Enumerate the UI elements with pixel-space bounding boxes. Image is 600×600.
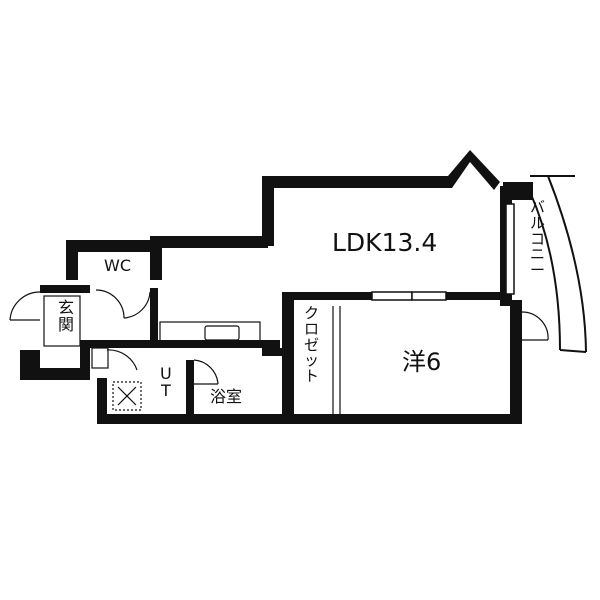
windows	[371, 203, 515, 301]
room-label-ldk: LDK13.4	[332, 228, 438, 257]
room-label-entrance-char: 玄	[58, 298, 75, 317]
room-label-utility: U T	[160, 364, 172, 400]
room-label-entrance-char: 関	[58, 314, 75, 334]
room-label-utility-char: U	[160, 364, 172, 383]
room-label-balcony-char: ー	[530, 261, 546, 279]
door-swings	[9, 289, 549, 385]
room-label-closet-char: ロ	[304, 319, 320, 338]
room-label-bathroom: 浴室	[210, 387, 243, 406]
room-label-balcony-char: ニ	[530, 245, 546, 264]
closet-doors	[332, 306, 341, 414]
room-label-balcony-char: コ	[530, 229, 546, 248]
outer-walls	[20, 150, 533, 424]
room-label-western: 洋6	[402, 348, 442, 376]
fixtures	[43, 295, 109, 369]
room-label-closet: ク ロ ゼ ッ ト	[304, 304, 320, 385]
room-label-closet-char: ゼ	[304, 335, 320, 354]
room-label-balcony-char: ル	[530, 213, 546, 232]
washer-pan	[112, 381, 142, 411]
room-label-closet-char: ッ	[304, 351, 320, 370]
room-label-closet-char: ク	[304, 304, 320, 322]
room-label-entrance: 玄 関	[58, 298, 75, 334]
room-label-balcony-char: バ	[530, 198, 546, 216]
interior-walls	[90, 288, 510, 422]
kitchen-counter	[159, 321, 261, 345]
room-label-closet-char: ト	[304, 367, 320, 385]
room-label-wc: WC	[104, 256, 131, 275]
room-label-utility-char: T	[160, 380, 171, 400]
balcony-outline	[529, 175, 587, 353]
room-label-balcony: バ ル コ ニ ー	[530, 198, 546, 279]
